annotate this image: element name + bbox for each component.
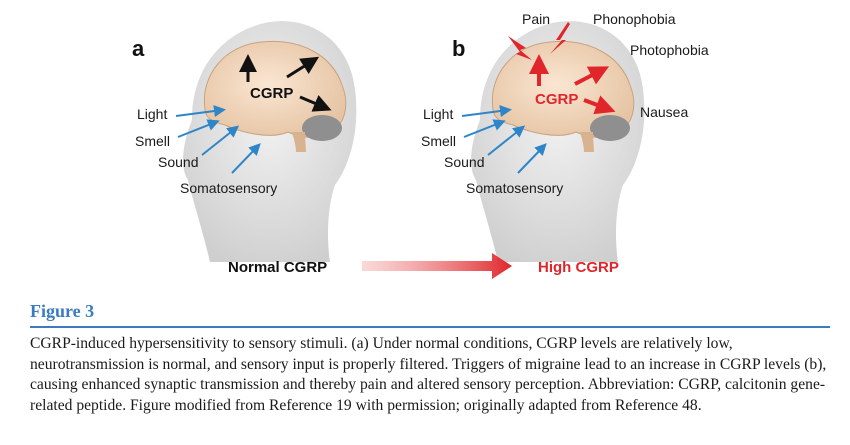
panel-b: b CGRP Pain Phonophobia Photophobia Naus… — [421, 11, 709, 262]
output-arrow-nausea-b — [583, 95, 616, 115]
panel-letter-b: b — [452, 36, 465, 61]
brainstem-a — [292, 132, 306, 152]
normal-cgrp-label: Normal CGRP — [228, 259, 327, 276]
output-label-pain: Pain — [522, 11, 550, 27]
output-label-nausea: Nausea — [640, 104, 688, 120]
figure-caption: CGRP-induced hypersensitivity to sensory… — [30, 335, 827, 414]
output-arrow-photophobia-b — [574, 66, 610, 86]
input-label-light-b: Light — [423, 106, 453, 122]
input-arrow-light-b — [461, 105, 512, 117]
cgrp-label-a: CGRP — [250, 85, 293, 102]
figure-title: Figure 3 — [30, 301, 95, 321]
input-arrow-light-a — [175, 105, 226, 117]
input-arrow-sound-a — [201, 125, 240, 156]
input-label-sound-b: Sound — [444, 154, 484, 170]
caption-area: Figure 3 CGRP-induced hypersensitivity t… — [30, 300, 830, 416]
pain-lightning-icon-right — [550, 22, 570, 54]
cgrp-arrow-upright-a — [286, 56, 320, 79]
input-arrow-smell-a — [177, 119, 220, 138]
pain-lightning-icon-left — [508, 36, 532, 60]
caption-divider — [30, 326, 830, 328]
input-label-sound-a: Sound — [158, 154, 198, 170]
cerebellum-b — [590, 115, 630, 141]
input-arrow-smell-b — [463, 119, 506, 138]
input-label-somatosensory-a: Somatosensory — [180, 180, 277, 196]
brainstem-b — [580, 132, 594, 152]
cerebellum-a — [302, 115, 342, 141]
output-label-photophobia: Photophobia — [630, 42, 709, 58]
cgrp-label-b: CGRP — [535, 91, 578, 108]
input-arrow-somatosensory-b — [517, 143, 547, 174]
panel-letter-a: a — [132, 36, 145, 61]
panel-a: a CGRP Light Smell Sound Somatosensory — [132, 21, 357, 262]
cgrp-diagram: a CGRP Light Smell Sound Somatosensory b… — [132, 11, 709, 279]
input-label-somatosensory-b: Somatosensory — [466, 180, 563, 196]
input-label-smell-a: Smell — [135, 133, 170, 149]
transition-arrow — [362, 253, 512, 279]
cgrp-arrow-right-a — [299, 95, 332, 112]
input-arrow-somatosensory-a — [231, 143, 261, 174]
input-label-light-a: Light — [137, 106, 167, 122]
high-cgrp-label: High CGRP — [538, 259, 619, 276]
transition: Normal CGRP High CGRP — [228, 253, 619, 279]
output-label-phonophobia: Phonophobia — [593, 11, 676, 27]
input-label-smell-b: Smell — [421, 133, 456, 149]
input-arrow-sound-b — [487, 125, 526, 156]
